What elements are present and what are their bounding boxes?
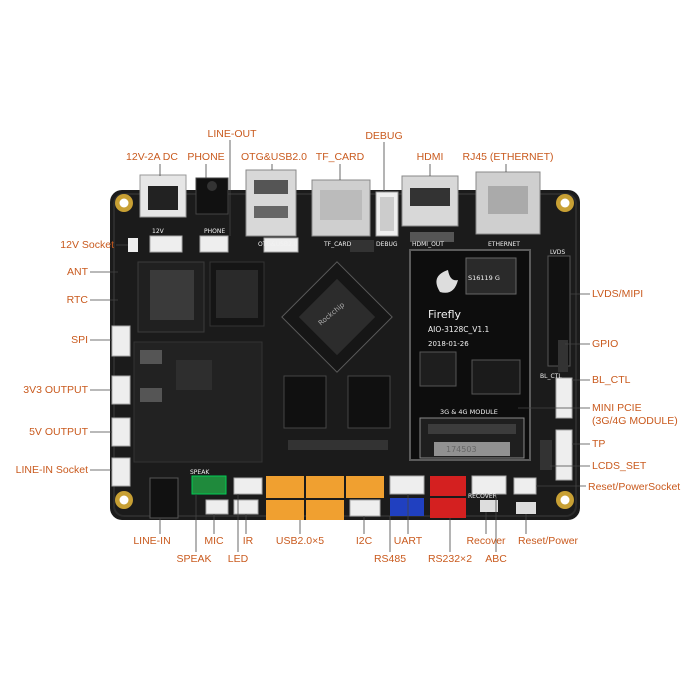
label-line-in-socket: LINE-IN Socket [15, 464, 88, 476]
label-lvds-mipi: LVDS/MIPI [592, 288, 644, 300]
reset-power-socket [513, 477, 537, 495]
label-recover: Recover [466, 535, 506, 547]
silk-debug: DEBUG [376, 241, 398, 248]
smd-part [410, 232, 454, 242]
connector-line-out [199, 235, 229, 253]
label-phone: PHONE [187, 151, 225, 163]
label-led: LED [227, 553, 249, 565]
gpio-header [558, 340, 568, 372]
label-line-out: LINE-OUT [207, 128, 257, 140]
cpu-chip [281, 261, 393, 373]
reset-power-button [516, 502, 536, 514]
label-mic: MIC [204, 535, 224, 547]
label-reset-power-socket: Reset/PowerSocket [588, 481, 681, 493]
silk-speak: SPEAK [190, 469, 210, 476]
rj45-port [475, 171, 541, 235]
silk-chip-mark: S16119 G [468, 274, 500, 282]
label-rj45: RJ45 (ETHERNET) [462, 151, 554, 163]
led-connector [233, 477, 263, 495]
tp-connector [555, 429, 573, 481]
silk-lvds: LVDS [550, 249, 565, 256]
label-debug: DEBUG [365, 130, 403, 142]
silk-date: 2018-01-26 [428, 340, 469, 348]
silk-serial: 174503 [446, 445, 477, 454]
5v-connector [111, 417, 131, 447]
label-uart: UART [393, 535, 423, 547]
label-tp: TP [592, 438, 606, 450]
label-lcds-set: LCDS_SET [592, 460, 647, 472]
spi-connector [111, 325, 131, 357]
silk-module: 3G & 4G MODULE [440, 408, 498, 416]
label-mini-pcie: MINI PCIE [592, 402, 642, 414]
mic-connector [205, 499, 229, 515]
silk-dc-in: 12V [152, 228, 165, 235]
silk-hdmi: HDMI_OUT [412, 241, 444, 248]
usb-otg-port [245, 169, 297, 237]
rs485-connector [390, 498, 424, 516]
label-rs232-x2: RS232×2 [427, 553, 473, 565]
label-speak: SPEAK [176, 553, 212, 565]
lcds-set-pins [540, 440, 552, 470]
silk-firefly-logo: Firefly [428, 308, 462, 321]
3v3-connector [111, 375, 131, 405]
silk-bl-ctl: BL_CTL [540, 373, 562, 380]
label-3v3-output: 3V3 OUTPUT [23, 384, 88, 396]
label-i2c: I2C [355, 535, 373, 547]
i2c-connector [349, 499, 381, 517]
label-otg-usb: OTG&USB2.0 [241, 151, 307, 163]
recover-button [480, 500, 498, 512]
socket-12v [128, 238, 138, 252]
label-reset-power: Reset/Power [517, 535, 579, 547]
wifi-module [137, 261, 205, 333]
label-dc-12v: 12V-2A DC [126, 151, 178, 163]
silk-recover: RECOVER [468, 493, 497, 500]
label-5v-output: 5V OUTPUT [29, 426, 88, 438]
phone-jack [195, 177, 229, 215]
debug-connector [375, 191, 399, 237]
silk-phone: PHONE [204, 228, 225, 235]
label-ant: ANT [67, 266, 88, 278]
label-hdmi: HDMI [416, 151, 444, 163]
label-rtc: RTC [66, 294, 88, 306]
silk-ethernet: ETHERNET [488, 241, 520, 248]
label-mini-pcie-sub: (3G/4G MODULE) [592, 415, 678, 427]
silk-tfcard: TF_CARD [323, 241, 352, 248]
silk-otg: OTG&USB2.0 [258, 241, 298, 248]
label-abc: ABC [485, 553, 507, 565]
bl-ctl-connector [555, 377, 573, 419]
label-spi: SPI [71, 334, 88, 346]
smd-part [350, 240, 374, 252]
label-bl-ctl: BL_CTL [592, 374, 631, 386]
label-socket-12v: 12V Socket [60, 239, 114, 251]
speak-connector [191, 475, 227, 495]
abc-connector [471, 475, 507, 495]
line-in-jack [149, 477, 179, 519]
label-tf-card: TF_CARD [315, 151, 365, 163]
rs232-connector-b [430, 498, 466, 518]
label-rs485: RS485 [373, 553, 407, 565]
usb-headers [266, 476, 384, 520]
connector-otg [263, 237, 299, 253]
mini-pcie-slot [419, 417, 525, 459]
line-in-socket-connector [111, 457, 131, 487]
uart-top-connector [389, 475, 425, 495]
label-line-in: LINE-IN [133, 535, 171, 547]
label-usb2-x5: USB2.0×5 [275, 535, 325, 547]
rs232-connector-a [430, 476, 466, 496]
ram-chip [347, 375, 391, 429]
ram-chip [283, 375, 327, 429]
hdmi-port [401, 175, 459, 227]
tf-card-slot [311, 179, 371, 237]
label-gpio: GPIO [592, 338, 619, 350]
leader-lines [90, 140, 590, 552]
dc-jack [139, 174, 187, 218]
label-ir: IR [242, 535, 254, 547]
silk-model: AIO-3128C_V1.1 [428, 325, 490, 334]
connector-12v [149, 235, 183, 253]
smd-row [288, 440, 388, 450]
